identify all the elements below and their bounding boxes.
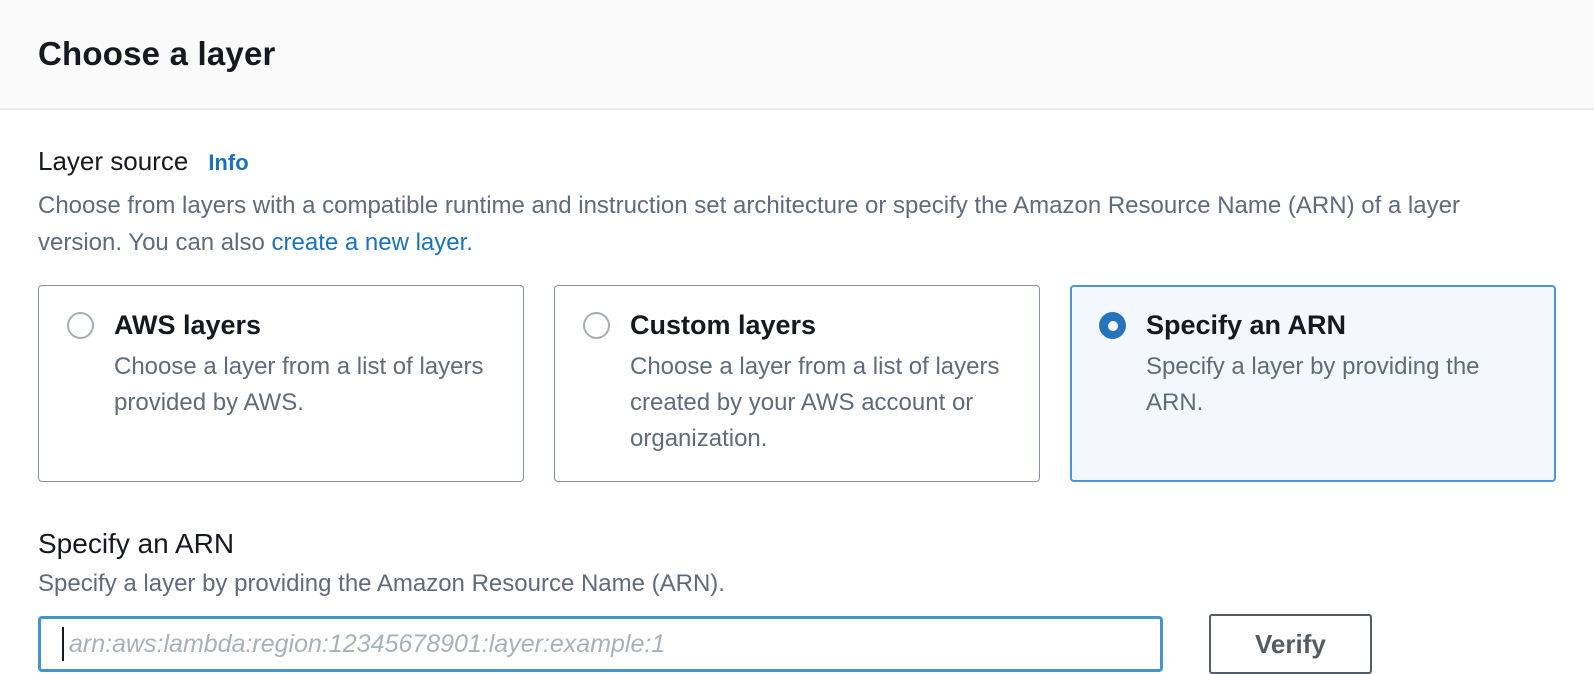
specify-arn-title: Specify an ARN	[38, 528, 235, 559]
tile-custom-layers-description: Choose a layer from a list of layers cre…	[630, 353, 1000, 452]
radio-dot	[1107, 320, 1118, 331]
layer-source-info-link[interactable]: Info	[208, 150, 249, 175]
tile-specify-arn[interactable]: Specify an ARN Specify a layer by provid…	[1070, 285, 1556, 482]
tile-custom-layers-title: Custom layers	[630, 310, 817, 340]
radio-custom-layers[interactable]	[583, 312, 610, 339]
create-new-layer-link[interactable]: create a new layer.	[271, 229, 473, 256]
choose-layer-panel: Layer source Info Choose from layers wit…	[0, 110, 1594, 674]
tile-custom-layers[interactable]: Custom layers Choose a layer from a list…	[554, 285, 1040, 482]
tile-aws-layers[interactable]: AWS layers Choose a layer from a list of…	[38, 285, 524, 482]
tile-aws-layers-title: AWS layers	[114, 310, 262, 340]
layer-source-tiles: AWS layers Choose a layer from a list of…	[38, 285, 1556, 482]
page-title: Choose a layer	[38, 35, 276, 72]
specify-arn-section: Specify an ARN Specify a layer by provid…	[38, 528, 1556, 674]
tile-specify-arn-title: Specify an ARN	[1146, 310, 1347, 340]
layer-source-description: Choose from layers with a compatible run…	[38, 187, 1478, 261]
text-caret	[62, 627, 64, 661]
tile-aws-layers-description: Choose a layer from a list of layers pro…	[114, 353, 484, 416]
tile-specify-arn-description: Specify a layer by providing the ARN.	[1146, 353, 1480, 416]
panel-header: Choose a layer	[0, 0, 1594, 110]
arn-input-row: Verify	[38, 614, 1556, 674]
verify-button[interactable]: Verify	[1209, 614, 1372, 674]
specify-arn-description: Specify a layer by providing the Amazon …	[38, 570, 725, 597]
radio-specify-arn[interactable]	[1099, 312, 1126, 339]
layer-source-label: Layer source	[38, 146, 189, 176]
layer-source-label-row: Layer source Info	[38, 146, 1556, 177]
arn-input[interactable]	[38, 616, 1163, 672]
radio-aws-layers[interactable]	[67, 312, 94, 339]
layer-source-description-text: Choose from layers with a compatible run…	[38, 192, 1460, 256]
